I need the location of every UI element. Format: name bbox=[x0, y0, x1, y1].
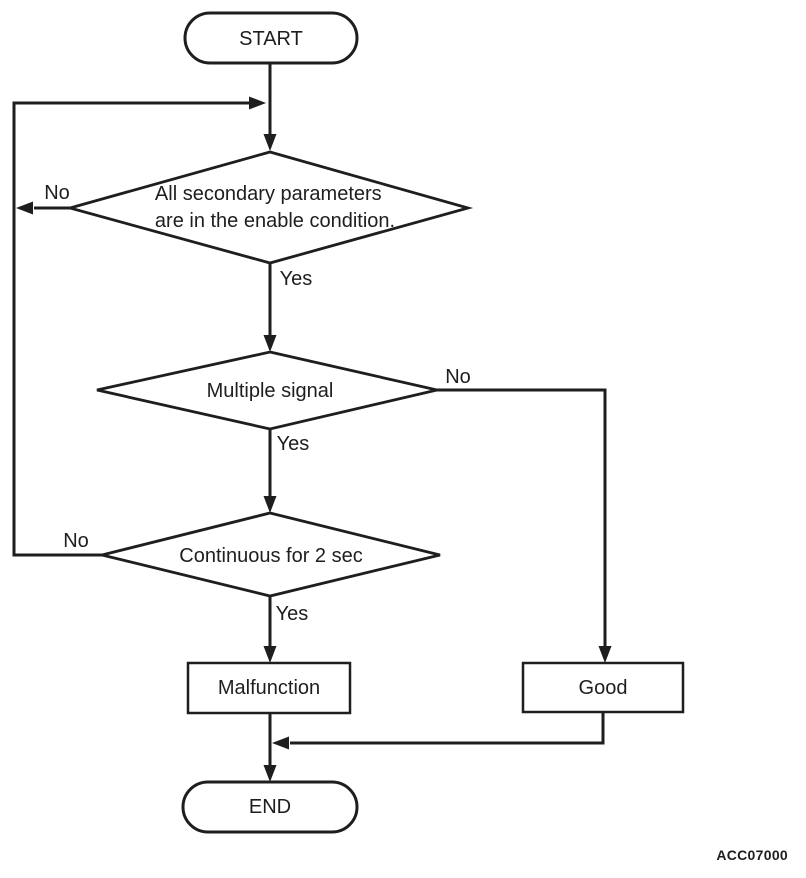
decision-enable-label: All secondary parameters are in the enab… bbox=[155, 181, 395, 235]
decision-continuous-label: Continuous for 2 sec bbox=[179, 545, 363, 567]
edge-label-enable-yes: Yes bbox=[279, 268, 313, 290]
arrowhead-enable-no bbox=[16, 201, 33, 215]
decision-enable-line2: are in the enable condition. bbox=[154, 210, 396, 232]
edge-loopback-line bbox=[12, 101, 249, 557]
arrowhead-into-enable bbox=[263, 134, 277, 151]
edge-label-continuous-yes: Yes bbox=[275, 603, 309, 625]
decision-continuous-diamond bbox=[101, 511, 441, 598]
figure-code: ACC07000 bbox=[716, 847, 788, 863]
decision-enable-diamond bbox=[64, 150, 474, 265]
malfunction-process-shape bbox=[186, 661, 352, 715]
edge-label-continuous-no: No bbox=[63, 530, 89, 552]
edge-good-to-merge bbox=[290, 712, 605, 745]
start-node-label: START bbox=[239, 28, 303, 50]
start-terminator-shape bbox=[183, 11, 359, 65]
decision-multiple-diamond bbox=[96, 350, 438, 431]
edge-multiple-no bbox=[437, 388, 607, 647]
edge-label-multiple-no: No bbox=[445, 366, 471, 388]
arrowhead-into-malfunction bbox=[263, 646, 277, 663]
end-terminator-shape bbox=[181, 780, 359, 834]
end-node-label: END bbox=[248, 796, 292, 818]
arrowhead-good-merge bbox=[272, 736, 289, 750]
arrowhead-into-good bbox=[598, 646, 612, 663]
arrowhead-into-end bbox=[263, 765, 277, 782]
arrowhead-loopback-join bbox=[249, 96, 266, 110]
edge-label-enable-no: No bbox=[44, 182, 70, 204]
malfunction-node-label: Malfunction bbox=[217, 677, 321, 699]
good-process-shape bbox=[521, 661, 685, 714]
decision-enable-line1: All secondary parameters bbox=[154, 183, 382, 205]
arrowhead-into-multiple bbox=[263, 335, 277, 352]
good-node-label: Good bbox=[578, 677, 628, 699]
edge-label-multiple-yes: Yes bbox=[276, 433, 310, 455]
arrowhead-into-continuous bbox=[263, 496, 277, 513]
decision-multiple-label: Multiple signal bbox=[206, 380, 334, 402]
